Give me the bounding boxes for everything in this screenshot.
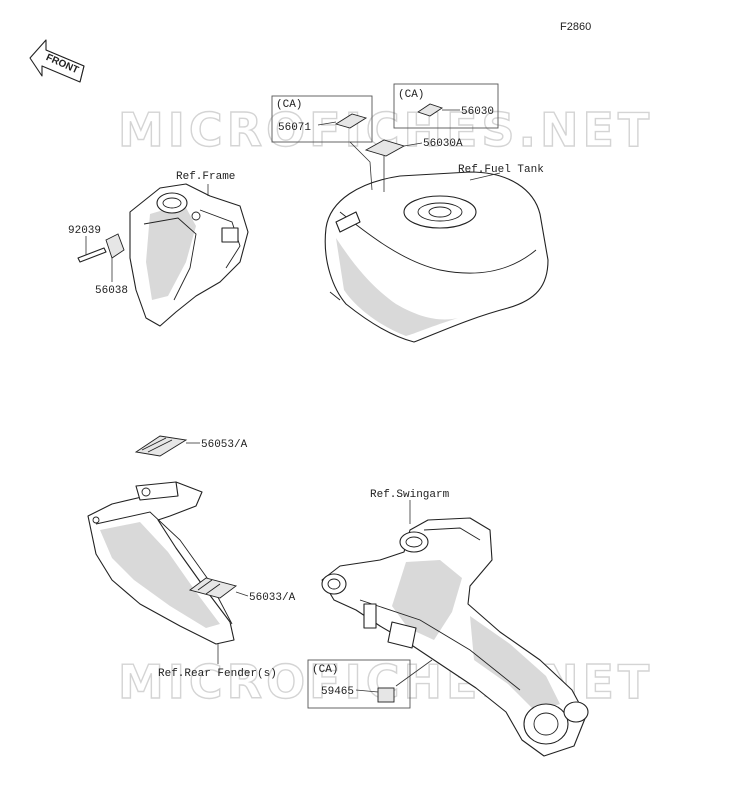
sticker-56030 — [416, 103, 444, 117]
part-56030A: 56030A — [423, 138, 463, 150]
fuel-tank-drawing — [324, 171, 549, 343]
part-56053A: 56053/A — [201, 439, 248, 451]
swingarm-drawing — [321, 517, 589, 757]
diagram-code: F2860 — [560, 21, 591, 33]
clip-92039-drawing — [77, 233, 125, 263]
front-arrow-icon: FRONT — [29, 39, 85, 83]
leader-56071-tank — [349, 141, 373, 191]
part-56038: 56038 — [95, 285, 128, 297]
ca-box-56030 — [393, 83, 499, 129]
leader-56033A — [235, 591, 249, 597]
sticker-56033A — [188, 577, 238, 599]
part-56030: 56030 — [461, 106, 494, 118]
ref-frame-label: Ref.Frame — [176, 171, 235, 183]
ca-label-3: (CA) — [312, 664, 338, 676]
leader-59465 — [355, 689, 379, 693]
part-56033A: 56033/A — [249, 592, 296, 604]
ca-box-59465 — [307, 659, 411, 709]
leader-56071 — [317, 121, 337, 126]
ref-fuel-tank-label: Ref.Fuel Tank — [458, 164, 544, 176]
leader-59465-swingarm — [395, 659, 433, 687]
leader-fuel-tank — [469, 172, 501, 181]
ref-rear-fender-label: Ref.Rear Fender(s) — [158, 668, 277, 680]
ca-label-1: (CA) — [276, 99, 302, 111]
sticker-56071 — [334, 113, 368, 129]
sticker-59465 — [377, 687, 395, 703]
part-59465: 59465 — [321, 686, 354, 698]
frame-drawing — [129, 183, 249, 327]
ca-label-2: (CA) — [398, 89, 424, 101]
part-92039: 92039 — [68, 225, 101, 237]
ca-box-56071 — [271, 95, 373, 143]
leader-56030A — [403, 142, 423, 147]
rear-fender-drawing — [87, 481, 235, 645]
part-56071: 56071 — [278, 122, 311, 134]
ref-swingarm-label: Ref.Swingarm — [370, 489, 450, 501]
